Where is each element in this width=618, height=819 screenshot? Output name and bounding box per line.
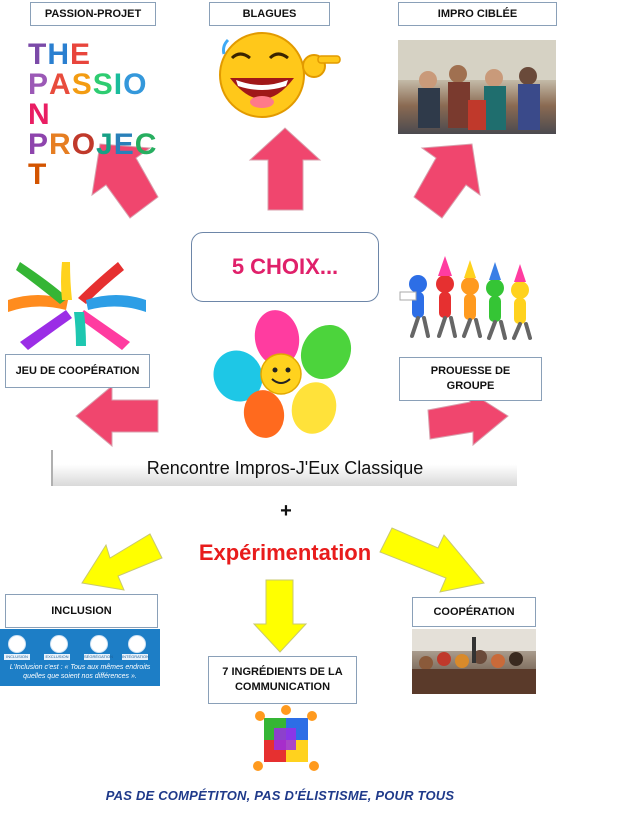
inclusion-label: INCLUSION [51,604,112,617]
yellow-arrow-down-right [379,527,485,593]
pink-arrow-up-left [91,143,159,219]
impro-ciblee-box: IMPRO CIBLÉE [398,2,557,26]
inclusion-quote-line1: L'Inclusion c'est : « Tous aux mêmes end… [9,664,151,671]
prouesse-line2: GROUPE [446,380,495,392]
flower-faces-icon [213,310,352,438]
footer-slogan: PAS DE COMPÉTITON, PAS D'ÉLISTISME, POUR… [105,788,455,803]
logo-line-project: PROJECT [28,128,158,191]
yellow-arrow-down-left [81,533,163,591]
prouesse-groupe-box: PROUESSE DE GROUPE [399,357,542,401]
integration-circle-icon [128,635,146,653]
ingredients-box: 7 INGRÉDIENTS DE LA COMMUNICATION [208,656,357,704]
blagues-box: BLAGUES [209,2,330,26]
tag-exclusion: EXCLUSION [44,654,70,660]
experimentation-title: Expérimentation [198,540,372,565]
inclusion-box: INCLUSION [5,594,158,628]
exclusion-circle-icon [50,635,68,653]
segregation-circle-icon [90,635,108,653]
jeu-cooperation-box: JEU DE COOPÉRATION [5,354,150,388]
cooperation-label: COOPÉRATION [433,605,515,618]
laughing-emoji-icon [219,32,341,118]
blagues-label: BLAGUES [242,7,297,20]
passion-projet-label: PASSION-PROJET [44,7,142,20]
impro-ciblee-label: IMPRO CIBLÉE [437,7,518,20]
impro-photo [398,40,556,134]
ingredients-line2: COMMUNICATION [234,681,331,693]
logo-line-the: THE [28,38,92,71]
yellow-arrow-down [252,579,308,653]
tag-inclusion: INCLUSION [4,654,30,660]
inclusion-quote: L'Inclusion c'est : « Tous aux mêmes end… [4,663,156,681]
logo-line-passion: PASSION [28,68,148,131]
jeu-cooperation-label: JEU DE COOPÉRATION [15,364,140,377]
cooperation-photo [412,629,536,694]
dancing-figures-icon [399,256,532,340]
plus-sign: + [280,500,292,522]
ingredients-line1: 7 INGRÉDIENTS DE LA [222,666,343,679]
passion-project-logo: THE PASSION PROJECT [28,40,158,190]
tag-integration: INTÉGRATION [122,654,150,660]
cooperation-photo-crowd [412,629,536,694]
inclusion-quote-line2: quelles que soient nos différences ». [23,673,137,680]
hands-circle-icon [8,258,146,350]
cooperation-box: COOPÉRATION [412,597,536,627]
impro-photo-figures [398,40,556,130]
inclusion-circle-icon [8,635,26,653]
rencontre-banner-text: Rencontre Impros-J'Eux Classique [146,457,424,478]
choices-title: 5 CHOIX... [231,254,339,279]
rencontre-banner: Rencontre Impros-J'Eux Classique [51,450,517,486]
tag-segregation: SÉGRÉGATION [84,654,114,660]
puzzle-people-icon [253,705,319,771]
passion-projet-box: PASSION-PROJET [30,2,156,26]
pink-arrow-up [248,127,322,211]
prouesse-line1: PROUESSE DE [430,365,511,378]
choices-box: 5 CHOIX... [191,232,379,302]
pink-arrow-up-right [413,143,481,219]
inclusion-image: INCLUSION EXCLUSION SÉGRÉGATION INTÉGRAT… [0,629,160,686]
pink-arrow-left [75,384,159,448]
